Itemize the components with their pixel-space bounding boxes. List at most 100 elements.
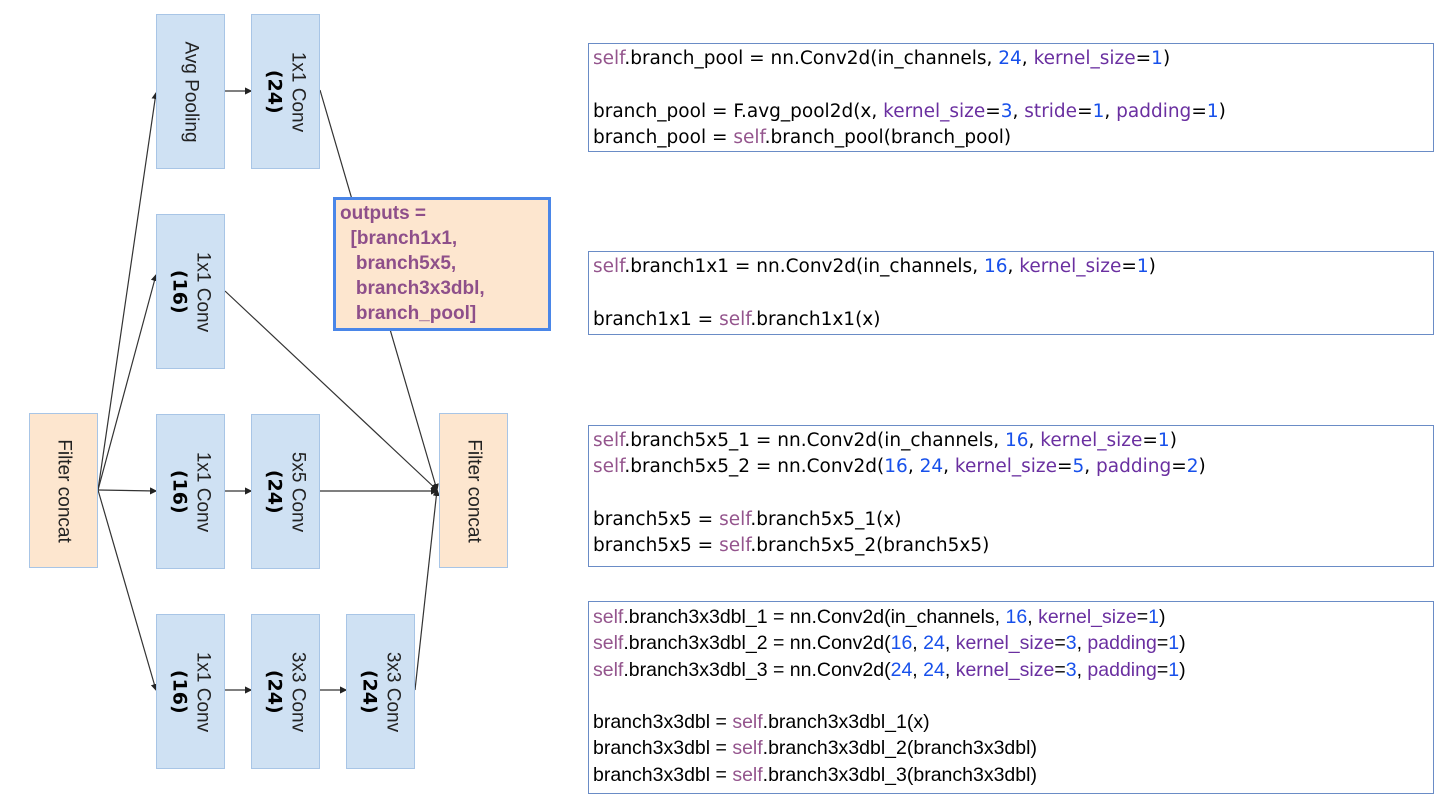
code-token: .branch1x1(x)	[750, 308, 881, 330]
code-token: 16	[1004, 430, 1029, 451]
code-token: ,	[943, 456, 955, 478]
code-token: =	[1191, 100, 1207, 122]
code-token: 24	[919, 456, 944, 478]
code-line: self.branch3x3dbl_2 = nn.Conv2d(16, 24, …	[593, 630, 1429, 656]
code-line: branch3x3dbl = self.branch3x3dbl_3(branc…	[593, 762, 1429, 788]
arrow	[97, 91, 159, 491]
branch5x5-conv2-node: 5x5 Conv(24)	[251, 414, 320, 569]
code-token: branch5x5 =	[593, 508, 720, 530]
code-token: 24	[923, 632, 945, 655]
code-token: =	[1142, 430, 1158, 451]
code-token: ,	[944, 632, 956, 655]
code-line: self.branch1x1 = nn.Conv2d(in_channels, …	[593, 254, 1429, 280]
code-block-branch5x5: self.branch5x5_1 = nn.Conv2d(in_channels…	[588, 425, 1434, 567]
code-token: )	[1169, 430, 1177, 451]
code-token: .branch1x1 = nn.Conv2d(in_channels,	[624, 256, 984, 277]
code-token: self	[593, 430, 625, 451]
code-token: padding	[1087, 658, 1157, 681]
code-token: self	[593, 456, 625, 478]
code-token: ,	[944, 658, 956, 681]
code-token: ,	[1104, 100, 1117, 122]
code-token: stride	[1024, 100, 1078, 122]
code-line: branch3x3dbl = self.branch3x3dbl_1(x)	[593, 709, 1429, 735]
code-token: =	[1156, 632, 1169, 655]
branch3x3-conv3-node: 3x3 Conv(24)	[346, 614, 415, 769]
code-token: branch3x3dbl =	[593, 763, 733, 786]
channel-label: (16)	[168, 269, 191, 314]
code-token: .branch3x3dbl_1(x)	[762, 711, 930, 734]
branch3x3-conv1-node: 1x1 Conv(16)	[156, 614, 225, 769]
code-token: .branch5x5_2 = nn.Conv2d(	[624, 456, 885, 478]
code-token: 16	[884, 456, 908, 478]
arrow	[97, 273, 158, 491]
node-label: 3x3 Conv	[287, 651, 309, 732]
code-token: .branch3x3dbl_2(branch3x3dbl)	[762, 737, 1037, 760]
outputs-note: outputs = [branch1x1, branch5x5, branch3…	[333, 197, 551, 331]
code-token: )	[1179, 658, 1186, 681]
code-token: =	[1121, 256, 1137, 277]
code-token: 3	[1065, 658, 1077, 681]
code-line: branch1x1 = self.branch1x1(x)	[593, 307, 1429, 333]
code-token: ,	[1027, 606, 1039, 628]
code-token: )	[1158, 606, 1166, 628]
code-token: self	[719, 308, 751, 330]
code-token: branch_pool =	[593, 126, 734, 148]
code-token: self	[593, 632, 624, 655]
filter-concat-input: Filter concat	[29, 413, 98, 568]
code-token: 1	[1136, 256, 1149, 277]
code-token: self	[732, 763, 763, 786]
code-token: 1	[1092, 100, 1105, 122]
code-token: .branch3x3dbl_3 = nn.Conv2d(	[623, 658, 891, 681]
code-token: 1	[1148, 606, 1159, 628]
code-token: 5	[1072, 456, 1085, 478]
code-token: padding	[1116, 100, 1192, 122]
code-line: branch_pool = self.branch_pool(branch_po…	[593, 125, 1429, 151]
code-token: self	[593, 48, 625, 69]
code-line: branch_pool = F.avg_pool2d(x, kernel_siz…	[593, 99, 1429, 125]
code-token: padding	[1087, 632, 1157, 655]
code-token: branch3x3dbl =	[593, 737, 733, 760]
node-label: 5x5 Conv	[287, 451, 309, 532]
code-token: 1	[1206, 100, 1219, 122]
code-token: .branch3x3dbl_2 = nn.Conv2d(	[623, 632, 891, 655]
code-block-branch3x3dbl: self .branch3x3dbl_1 = nn.Conv2d(in_chann…	[588, 601, 1434, 794]
code-token: =	[1056, 456, 1073, 478]
node-label: 1x1 Conv	[192, 651, 214, 732]
code-token: ,	[1076, 658, 1088, 681]
code-token: 1	[1168, 632, 1180, 655]
code-token: 1	[1157, 430, 1170, 451]
code-token: 3	[1000, 100, 1013, 122]
code-token: .branch3x3dbl_1 = nn.Conv2d(in_channels,	[623, 606, 1006, 628]
node-label: 1x1 Conv	[192, 251, 214, 332]
code-token: kernel_size	[954, 456, 1057, 478]
code-token: self	[732, 711, 763, 734]
code-token: branch5x5 =	[593, 535, 720, 557]
code-token: padding	[1096, 456, 1172, 478]
code-token: branch1x1 =	[593, 308, 720, 330]
channel-label: (16)	[168, 469, 191, 514]
code-token: self	[733, 126, 765, 148]
code-line: self.branch3x3dbl_3 = nn.Conv2d(24, 24, …	[593, 657, 1429, 683]
code-token: =	[1171, 456, 1187, 478]
code-line: self.branch_pool = nn.Conv2d(in_channels…	[593, 46, 1429, 72]
code-block-branch1x1: self.branch1x1 = nn.Conv2d(in_channels, …	[588, 251, 1434, 335]
code-token: kernel_size	[955, 632, 1055, 655]
code-token: kernel_size	[1038, 606, 1137, 628]
code-line: branch5x5 = self.branch5x5_1(x)	[593, 507, 1429, 533]
code-line: self.branch3x3dbl_1 = nn.Conv2d(in_chann…	[593, 604, 1429, 630]
node-label: 1x1 Conv	[287, 51, 309, 132]
pool-conv-node: 1x1 Conv(24)	[251, 14, 320, 169]
code-token: self	[732, 737, 763, 760]
code-token: 24	[998, 48, 1022, 69]
code-token: kernel_size	[955, 658, 1055, 681]
code-token: ,	[907, 456, 920, 478]
code-line: self.branch5x5_2 = nn.Conv2d(16, 24, ker…	[593, 454, 1429, 480]
code-token: ,	[912, 658, 924, 681]
code-token: =	[1054, 658, 1066, 681]
avg-pooling-node: Avg Pooling	[156, 14, 225, 169]
channel-label: (24)	[263, 669, 286, 714]
channel-label: (16)	[168, 669, 191, 714]
channel-label: (24)	[358, 669, 381, 714]
code-token: )	[1148, 256, 1156, 277]
code-token: ,	[1012, 100, 1025, 122]
